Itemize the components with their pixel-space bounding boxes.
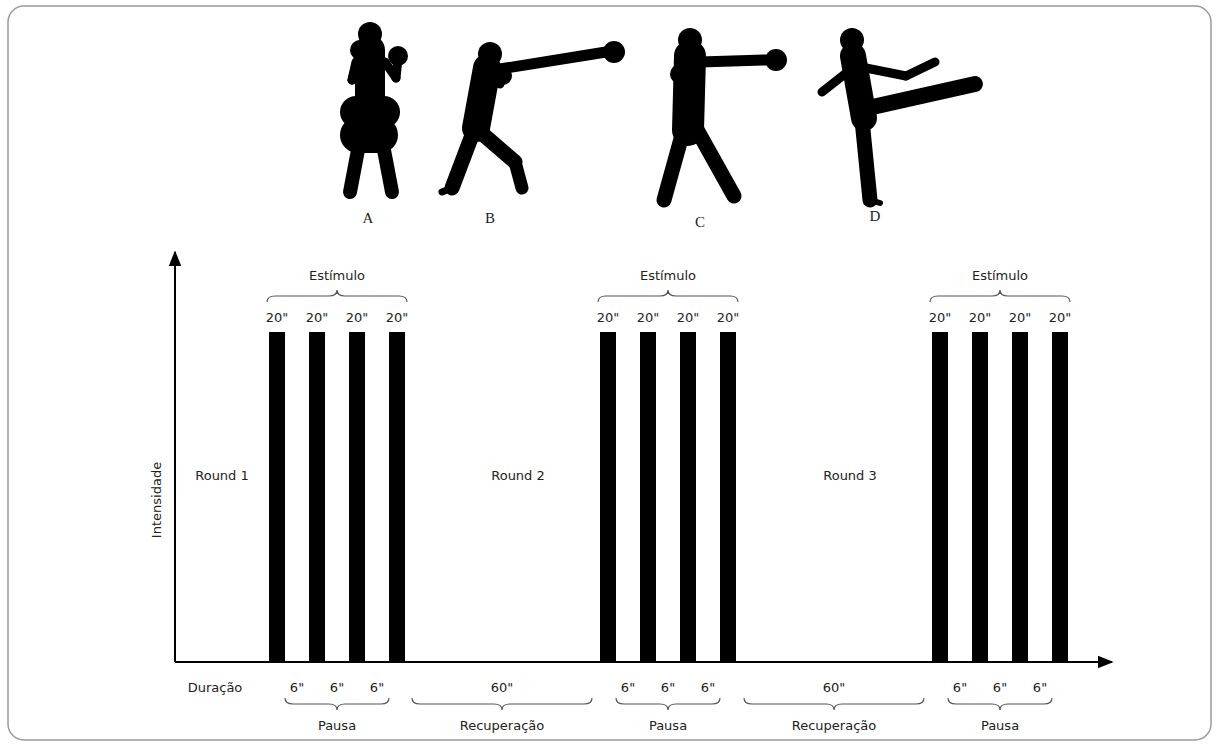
stimulus-label: Estímulo [309,269,365,283]
limb [494,52,606,70]
stimulus-bar [1052,332,1068,662]
pause-duration: 6" [370,681,384,695]
limb [452,130,474,188]
limb [384,150,392,192]
limb [906,62,935,76]
row-title: Duração [188,681,243,695]
duration-label: 20" [386,311,409,325]
round-label: Round 1 [195,469,249,483]
stimulus-bar [389,332,405,662]
brace [930,290,1070,302]
pause-duration: 6" [953,681,967,695]
head-or-glove [765,49,787,71]
brace [598,290,738,302]
fighter-silhouettes [350,22,975,203]
duration-label: 20" [266,311,289,325]
stimulus-label: Estímulo [972,269,1028,283]
round-label: Round 3 [823,469,877,483]
stimulus-label: Estímulo [640,269,696,283]
frame [8,6,1211,740]
pause-label: Pausa [318,719,356,733]
pause-duration: 6" [330,681,344,695]
head-or-glove [388,46,408,66]
limb [478,130,515,162]
figure-letter: B [485,210,495,227]
duration-label: 20" [597,311,620,325]
stimulus-bar [309,332,325,662]
head-or-glove [494,67,512,85]
pause-duration: 6" [993,681,1007,695]
brace [948,698,1052,710]
axis-title: Intensidade [150,462,164,538]
limb [442,188,452,192]
stimulus-bar [680,332,696,662]
fighter [822,28,975,203]
head-or-glove [678,28,702,52]
duration-label: 20" [1009,311,1032,325]
brace [285,698,389,710]
pause-duration: 6" [1033,681,1047,695]
duration-label: 20" [346,311,369,325]
duration-label: 20" [717,311,740,325]
limb [700,60,766,62]
pause-duration: 6" [701,681,715,695]
fighter [664,28,787,200]
stimulus-bar [269,332,285,662]
recovery-label: Recuperação [792,719,876,733]
limb [696,128,734,196]
pause-label: Pausa [981,719,1019,733]
duration-label: 20" [969,311,992,325]
pause-label: Pausa [649,719,687,733]
stimulus-bar [1012,332,1028,662]
duration-label: 20" [637,311,660,325]
limb [822,70,850,92]
limb [866,68,906,76]
brace [412,698,592,710]
fighter [350,22,408,192]
figure-letter: D [870,208,881,225]
limb [664,128,684,200]
pause-duration: 6" [661,681,675,695]
stimulus-bar [932,332,948,662]
limb [350,150,358,192]
limb [515,162,522,188]
limb [868,84,975,108]
brace [267,290,407,302]
round-label: Round 2 [491,469,545,483]
stimulus-bar [600,332,616,662]
recovery-duration: 60" [823,681,846,695]
head-or-glove [478,42,502,66]
recovery-label: Recuperação [460,719,544,733]
bars [269,332,1068,662]
duration-label: 20" [677,311,700,325]
x-axis [175,661,1112,663]
figure-letter: A [363,210,374,227]
duration-label: 20" [306,311,329,325]
figure-letter: C [695,214,705,231]
head-or-glove [603,41,625,63]
y-axis [174,252,176,662]
fighter [442,41,625,192]
recovery-duration: 60" [491,681,514,695]
limb [862,120,870,200]
duration-label: 20" [929,311,952,325]
limb [358,117,380,153]
brace [744,698,924,710]
stimulus-bar [349,332,365,662]
limb [870,200,880,203]
pause-duration: 6" [621,681,635,695]
pause-duration: 6" [290,681,304,695]
duration-label: 20" [1049,311,1072,325]
head-or-glove [670,64,690,84]
stimulus-bar [640,332,656,662]
braces [267,290,1070,710]
head-or-glove [840,28,864,52]
head-or-glove [350,40,370,60]
brace [616,698,720,710]
stimulus-bar [972,332,988,662]
stimulus-bar [720,332,736,662]
